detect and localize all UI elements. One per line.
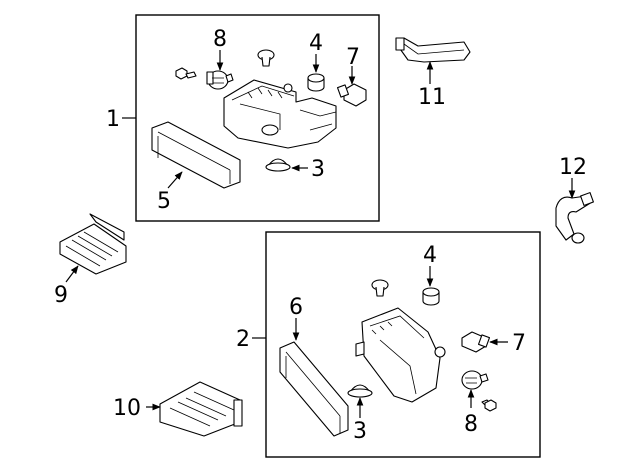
callout-leaders xyxy=(65,50,576,418)
callout-11: 11 xyxy=(418,85,446,110)
grommet-4-upper xyxy=(307,73,325,92)
push-pin-lower xyxy=(371,279,389,297)
callout-10: 10 xyxy=(113,396,141,421)
sensor-8-upper xyxy=(206,70,234,90)
hose-12 xyxy=(555,192,594,244)
callout-8-lower: 8 xyxy=(464,412,478,437)
air-cleaner-housing-lower xyxy=(355,307,446,403)
duct-9 xyxy=(59,213,127,275)
hose-11 xyxy=(395,37,471,63)
callout-7-upper: 7 xyxy=(346,45,360,70)
air-filter-6 xyxy=(279,341,349,437)
callout-12: 12 xyxy=(559,155,587,180)
sensor-7-upper xyxy=(336,83,367,107)
duct-10 xyxy=(159,381,243,437)
push-pin-3-upper xyxy=(265,158,291,172)
sensor-7-lower xyxy=(461,331,491,353)
grommet-4-lower xyxy=(422,287,440,306)
air-filter-5 xyxy=(151,121,241,189)
assembly-box-lower xyxy=(265,231,541,458)
push-pin-upper xyxy=(257,49,275,67)
air-cleaner-housing-upper xyxy=(223,79,337,149)
callout-9: 9 xyxy=(54,283,68,308)
push-pin-3-lower xyxy=(347,384,373,398)
callout-1: 1 xyxy=(106,107,120,132)
callout-7-lower: 7 xyxy=(512,331,526,356)
callout-3-lower: 3 xyxy=(353,419,367,444)
bolt-lower xyxy=(481,399,497,412)
callout-5: 5 xyxy=(157,189,171,214)
callout-4-upper: 4 xyxy=(309,31,323,56)
callout-2: 2 xyxy=(236,327,250,352)
callout-3-upper: 3 xyxy=(311,157,325,182)
callout-4-lower: 4 xyxy=(423,243,437,268)
sensor-8-lower xyxy=(461,370,489,390)
callout-6: 6 xyxy=(289,295,303,320)
bolt-upper xyxy=(175,67,197,80)
callout-8-upper: 8 xyxy=(213,27,227,52)
